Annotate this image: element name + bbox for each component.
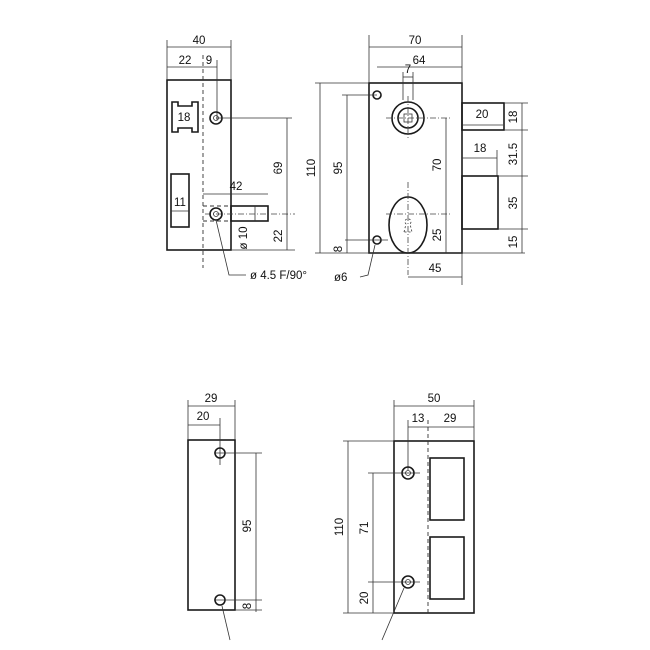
side-body-outline xyxy=(166,79,232,251)
dim-side-width-a: 22 xyxy=(179,55,192,67)
keeper-side-view: 29 20 95 8 xyxy=(187,393,262,641)
dim-deadbolt-bottom: 15 xyxy=(508,236,520,249)
dim-latch-height: 18 xyxy=(508,111,520,124)
dim-side-width-b: 9 xyxy=(206,55,212,67)
side-bolt xyxy=(230,205,269,222)
dim-front-width-inner: 64 xyxy=(413,55,426,67)
dim-keeper-front-hole-bottom: 20 xyxy=(359,592,371,605)
dim-bolt-from-bottom: 22 xyxy=(273,230,285,243)
dim-bolt-throw: 42 xyxy=(230,181,243,193)
dim-keeper-front-width-a: 13 xyxy=(412,413,425,425)
dim-front-height: 110 xyxy=(306,159,318,177)
keeper-lower-pocket xyxy=(429,536,465,600)
dim-keeper-side-hole-spacing: 95 xyxy=(242,520,254,533)
keeper-upper-pocket xyxy=(429,457,465,521)
dim-keeper-side-width: 29 xyxy=(205,393,218,405)
lock-front-view: 70 64 7 70 25 110 95 8 xyxy=(306,35,528,285)
dim-keeper-side-width-a: 20 xyxy=(197,411,210,423)
dim-keeper-side-hole-bottom: 8 xyxy=(242,603,254,609)
dim-hole-to-top: 69 xyxy=(273,162,285,175)
dim-key-offset: 45 xyxy=(429,263,442,275)
screw-note: ø 4.5 F/90° xyxy=(250,270,307,282)
dim-front-width-total: 70 xyxy=(409,35,422,47)
dim-hole-diameter: ø6 xyxy=(334,272,347,284)
dim-slot-width: 11 xyxy=(174,197,186,209)
dim-key-from-bottom: 25 xyxy=(432,229,444,242)
dim-keeper-front-width-b: 29 xyxy=(444,413,457,425)
keeper-front-view: 50 13 29 110 71 20 xyxy=(334,393,475,641)
keeper-side-outline xyxy=(187,439,236,611)
keyhole-icon xyxy=(403,218,413,233)
dim-keeper-front-hole-spacing: 71 xyxy=(359,522,371,535)
latch-bolt xyxy=(461,102,505,131)
dim-bolt-diameter: ø 10 xyxy=(238,226,250,249)
dim-keeper-front-height: 110 xyxy=(334,518,346,536)
dim-latch-height: 18 xyxy=(178,112,191,124)
dim-hole-from-bottom: 8 xyxy=(333,246,345,252)
lock-side-view: 40 22 9 18 69 11 42 ø 10 22 xyxy=(166,35,307,282)
latch-profile xyxy=(171,101,199,133)
front-body-outline xyxy=(368,82,463,254)
dim-deadbolt-height: 35 xyxy=(508,197,520,210)
keeper-front-outline xyxy=(393,440,475,614)
dim-side-width-total: 40 xyxy=(193,35,206,47)
dim-keeper-front-width: 50 xyxy=(428,393,441,405)
dim-latch-width: 20 xyxy=(476,109,489,121)
dim-hole-spacing: 95 xyxy=(333,162,345,175)
dim-gap-height: 31.5 xyxy=(508,143,520,165)
side-slot xyxy=(170,173,190,228)
dim-square-spindle: 7 xyxy=(405,64,411,76)
dim-bolt-width: 18 xyxy=(474,143,487,155)
deadbolt xyxy=(461,175,499,230)
dim-spindle-to-key: 70 xyxy=(432,159,444,172)
